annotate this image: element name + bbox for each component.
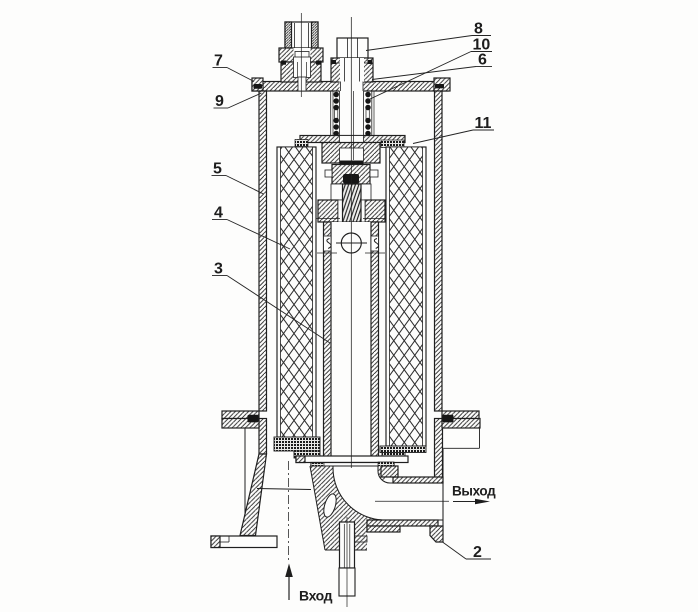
svg-text:3: 3 (214, 261, 223, 278)
svg-text:7: 7 (214, 53, 223, 70)
svg-text:6: 6 (478, 52, 487, 69)
svg-text:9: 9 (215, 93, 224, 110)
svg-text:Выход: Выход (452, 484, 496, 499)
svg-text:10: 10 (473, 37, 491, 54)
svg-text:2: 2 (473, 544, 482, 561)
svg-text:4: 4 (214, 205, 223, 222)
svg-text:Вход: Вход (299, 588, 333, 604)
svg-text:5: 5 (213, 161, 222, 178)
svg-text:8: 8 (474, 21, 483, 38)
svg-text:11: 11 (475, 115, 492, 132)
